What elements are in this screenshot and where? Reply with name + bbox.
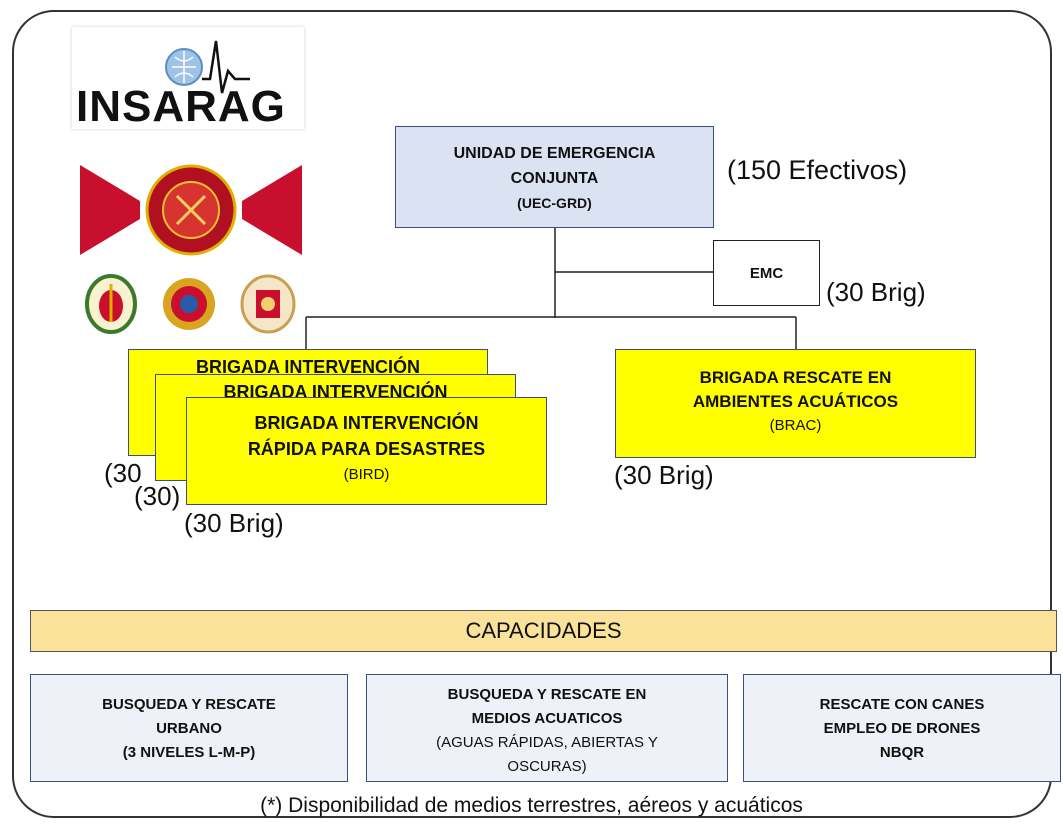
brac-box: BRIGADA RESCATE EN AMBIENTES ACUÁTICOS (… (615, 349, 976, 458)
insarag-logo: INSARAG (72, 27, 304, 131)
air-force-shield-icon (163, 278, 215, 330)
bird-box-front: BRIGADA INTERVENCIÓN RÁPIDA PARA DESASTR… (186, 397, 547, 505)
capacity-box-acuaticos: BUSQUEDA Y RESCATE EN MEDIOS ACUATICOS (… (366, 674, 728, 782)
bird-code: (BIRD) (343, 466, 390, 483)
capacity-box-urbano: BUSQUEDA Y RESCATE URBANO (3 NIVELES L-M… (30, 674, 348, 782)
un-emblem-icon (165, 40, 250, 94)
brac-line1: BRIGADA RESCATE EN (699, 368, 892, 387)
bird-line1: BRIGADA INTERVENCIÓN (254, 413, 479, 433)
bird-count-back1: (30 (104, 458, 142, 488)
uec-count: (150 Efectivos) (727, 155, 908, 185)
emc-count: (30 Brig) (826, 277, 926, 307)
capacity-box-canes: RESCATE CON CANES EMPLEO DE DRONES NBQR (743, 674, 1061, 782)
army-shield-icon (85, 274, 137, 334)
cap1-line2: URBANO (156, 720, 222, 737)
cap3-line3: NBQR (879, 744, 925, 761)
cap2-line4: OSCURAS) (507, 758, 587, 775)
cap2-line3: (AGUAS RÁPIDAS, ABIERTAS Y (436, 734, 658, 751)
uec-grd-box: UNIDAD DE EMERGENCIA CONJUNTA (UEC-GRD) (395, 126, 714, 228)
cap2-line2: MEDIOS ACUATICOS (471, 710, 623, 727)
bird-count-back2: (30) (134, 481, 181, 511)
cap1-line3: (3 NIVELES L-M-P) (122, 744, 256, 761)
uec-line1: UNIDAD DE EMERGENCIA (453, 145, 656, 162)
bird-back-label-1: BRIGADA INTERVENCIÓN (195, 357, 420, 377)
uec-line2: CONJUNTA (510, 170, 599, 187)
uec-code: (UEC-GRD) (517, 195, 592, 211)
brac-count: (30 Brig) (614, 460, 714, 490)
emc-label: EMC (749, 265, 784, 282)
army-flag-emblem-icon (80, 164, 302, 256)
cap1-line1: BUSQUEDA Y RESCATE (102, 696, 276, 713)
navy-shield-icon (240, 274, 296, 334)
cap2-line1: BUSQUEDA Y RESCATE EN (447, 686, 647, 703)
cap3-line2: EMPLEO DE DRONES (823, 720, 981, 737)
capacidades-bar: CAPACIDADES (30, 610, 1057, 652)
footnote: (*) Disponibilidad de medios terrestres,… (260, 794, 803, 817)
cap3-line1: RESCATE CON CANES (819, 696, 985, 713)
brac-line2: AMBIENTES ACUÁTICOS (692, 392, 899, 411)
insarag-wordmark: INSARAG (76, 82, 286, 131)
bird-count: (30 Brig) (184, 508, 284, 538)
bird-line2: RÁPIDA PARA DESASTRES (247, 439, 486, 459)
brac-code: (BRAC) (769, 417, 822, 434)
emc-box: EMC (713, 240, 820, 306)
